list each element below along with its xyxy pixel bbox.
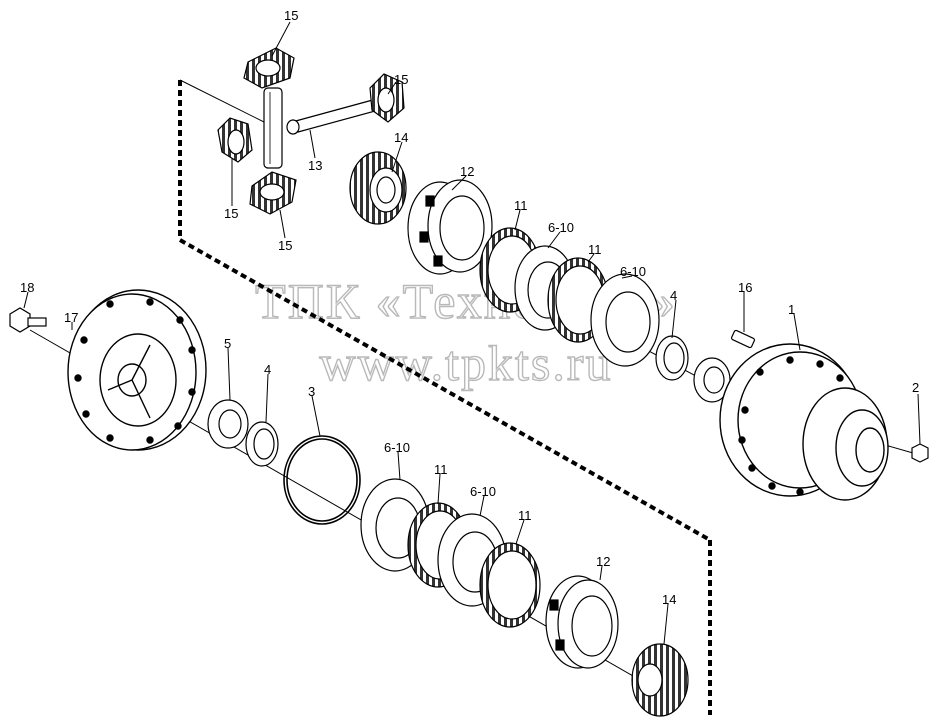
callout-15: 15 bbox=[278, 238, 292, 253]
pin-16 bbox=[730, 329, 756, 349]
clutch-housing-12-lower bbox=[545, 575, 619, 669]
bolt-18 bbox=[9, 307, 47, 333]
callout-6-10: 6-10 bbox=[548, 220, 574, 235]
lock-plate-5-upper bbox=[693, 357, 731, 403]
callout-14: 14 bbox=[394, 130, 408, 145]
callout-12: 12 bbox=[596, 554, 610, 569]
side-gear-14-lower bbox=[631, 643, 689, 717]
bolt-2 bbox=[911, 443, 929, 463]
clutch-housing-12-top bbox=[407, 179, 493, 275]
callout-6-10: 6-10 bbox=[470, 484, 496, 499]
callout-3: 3 bbox=[308, 384, 315, 399]
thrust-washer-4-upper bbox=[655, 335, 689, 381]
callout-labels: 15 15 13 14 15 15 12 11 6-10 11 6-10 4 1… bbox=[20, 8, 919, 607]
callout-13: 13 bbox=[308, 158, 322, 173]
leader-lines bbox=[23, 21, 921, 645]
callout-15: 15 bbox=[284, 8, 298, 23]
callout-6-10: 6-10 bbox=[620, 264, 646, 279]
pinion-gear-left bbox=[217, 117, 253, 163]
callout-1: 1 bbox=[788, 302, 795, 317]
callout-4: 4 bbox=[670, 288, 677, 303]
pinion-gear-top bbox=[243, 47, 295, 89]
callout-11: 11 bbox=[518, 508, 532, 523]
assembly-bracket bbox=[178, 80, 712, 715]
cross-shaft-vertical bbox=[263, 87, 283, 169]
spider-pinion-assembly bbox=[217, 47, 405, 215]
callout-12: 12 bbox=[460, 164, 474, 179]
pinion-gear-right bbox=[369, 73, 405, 123]
callout-5: 5 bbox=[224, 336, 231, 351]
callout-11: 11 bbox=[588, 242, 602, 257]
pinion-gear-bottom bbox=[249, 171, 297, 215]
side-gear-14-top bbox=[349, 151, 407, 225]
callout-14: 14 bbox=[662, 592, 676, 607]
callout-11: 11 bbox=[434, 462, 448, 477]
thrust-washer-4-lower bbox=[245, 421, 279, 467]
steel-disc-6-10-upper-b bbox=[590, 273, 660, 367]
snap-ring-3 bbox=[283, 435, 361, 525]
callout-11: 11 bbox=[514, 198, 528, 213]
lock-plate-5-lower bbox=[207, 399, 249, 449]
callout-4: 4 bbox=[264, 362, 271, 377]
cover-flange-17 bbox=[67, 289, 207, 451]
callout-15: 15 bbox=[224, 206, 238, 221]
callout-2: 2 bbox=[912, 380, 919, 395]
callout-6-10: 6-10 bbox=[384, 440, 410, 455]
friction-disc-11-lower-b bbox=[479, 542, 541, 628]
differential-case-1 bbox=[719, 343, 889, 501]
callout-16: 16 bbox=[738, 280, 752, 295]
callout-15: 15 bbox=[394, 72, 408, 87]
callout-18: 18 bbox=[20, 280, 34, 295]
callout-17: 17 bbox=[64, 310, 78, 325]
